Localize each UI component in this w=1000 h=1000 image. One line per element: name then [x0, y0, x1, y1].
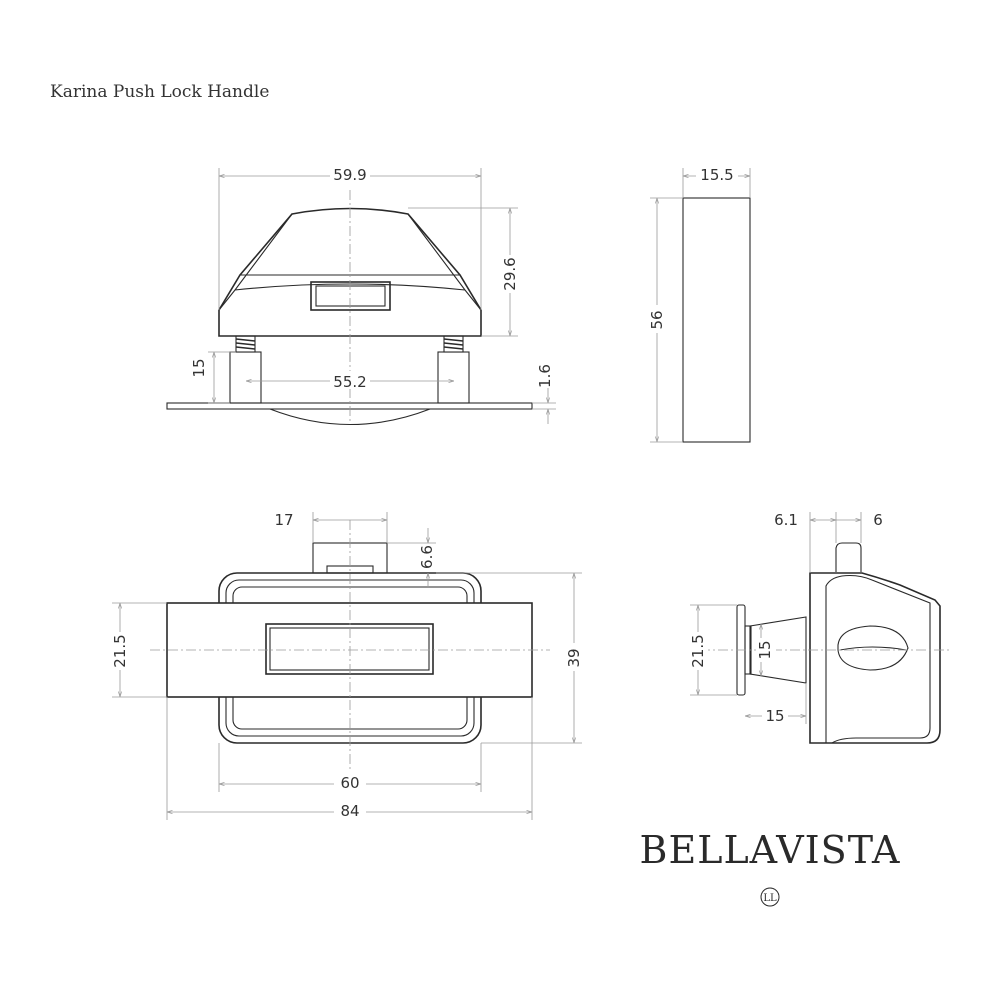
dim-post-height: 15 [190, 358, 208, 377]
handle-bevel-lines [218, 213, 482, 311]
front-view: 59.9 29.6 15 55.2 1.6 [166, 164, 556, 425]
dim-front-height: 29.6 [501, 257, 519, 290]
brand-monogram: LL [763, 893, 777, 904]
push-button-front [310, 281, 391, 311]
dim-front-width: 59.9 [333, 166, 366, 184]
push-button-inner [315, 285, 386, 307]
profile-tab [835, 542, 862, 572]
handle-body-front [218, 207, 482, 337]
brand-logo: BELLAVISTA LL [640, 828, 901, 907]
dim-right-depth: 15 [765, 707, 784, 725]
dim-handle-height: 21.5 [111, 634, 129, 667]
profile-keyhole [837, 625, 909, 671]
dim-tab-height: 6.6 [418, 545, 436, 569]
dim-right-b: 6 [873, 511, 883, 529]
dim-side-height: 56 [648, 310, 666, 329]
profile-body-inner [825, 574, 931, 744]
side-view: 15.5 56 [645, 164, 751, 443]
dim-tab-width: 17 [274, 511, 293, 529]
dim-right-barrel: 15 [756, 640, 774, 659]
brand-name: BELLAVISTA [640, 828, 901, 872]
right-post [437, 351, 470, 404]
push-button-top [265, 623, 434, 675]
plate-underside-curve [269, 408, 431, 425]
profile-keyhole-line [839, 646, 907, 651]
left-spring [235, 335, 256, 353]
dim-frame-width: 60 [340, 774, 359, 792]
side-profile-view: 6.1 6 21.5 15 15 [688, 511, 950, 744]
dim-right-a: 6.1 [774, 511, 798, 529]
dim-plate-thickness: 1.6 [536, 364, 554, 388]
left-post [229, 351, 262, 404]
base-plate [166, 402, 533, 410]
dim-frame-height: 39 [565, 648, 583, 667]
push-button-top-inner [269, 627, 430, 671]
brand-monogram-icon [760, 887, 780, 907]
right-spring [443, 335, 464, 353]
profile-body [809, 572, 941, 744]
dim-post-spacing: 55.2 [333, 373, 366, 391]
dim-side-thickness: 15.5 [700, 166, 733, 184]
dim-overall-width: 84 [340, 802, 359, 820]
dim-right-height: 21.5 [689, 634, 707, 667]
side-profile [682, 197, 751, 443]
top-view: 17 6.6 21.5 39 60 84 [110, 511, 584, 820]
page-title: Karina Push Lock Handle [50, 82, 270, 102]
